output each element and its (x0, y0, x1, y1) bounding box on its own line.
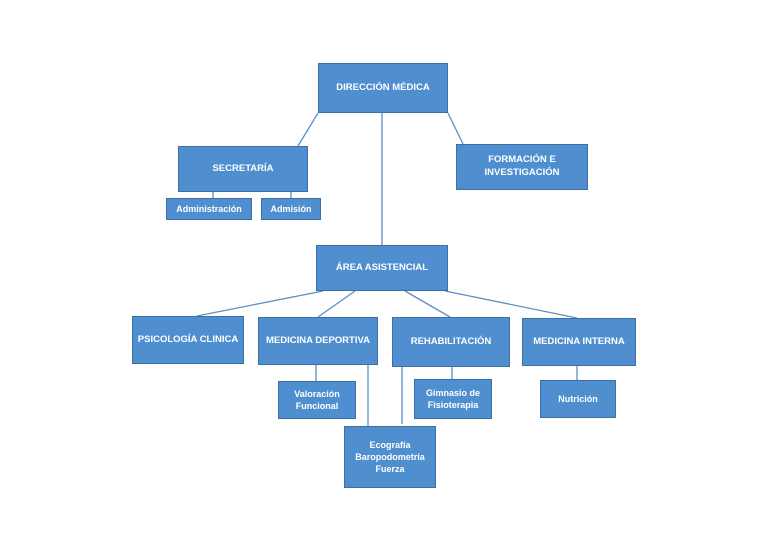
nutricion-box: Nutrición (540, 380, 616, 418)
direccion-medica-box: DIRECCIÓN MÉDICA (318, 63, 448, 113)
psicologia-clinica-box: PSICOLOGÍA CLINICA (132, 316, 244, 364)
admision-box: Admisión (261, 198, 321, 220)
medicina-deportiva-box: MEDICINA DEPORTIVA (258, 317, 378, 365)
rehabilitacion-box: REHABILITACIÓN (392, 317, 510, 367)
secretaria-box: SECRETARÍA (178, 146, 308, 192)
valoracion-funcional-box: Valoración Funcional (278, 381, 356, 419)
administracion-box: Administración (166, 198, 252, 220)
formacion-investigacion-box: FORMACIÓN E INVESTIGACIÓN (456, 144, 588, 190)
area-asistencial-box: ÁREA ASISTENCIAL (316, 245, 448, 291)
ecografia-baropodometria-fuerza-box: Ecografía Baropodometría Fuerza (344, 426, 436, 488)
medicina-interna-box: MEDICINA INTERNA (522, 318, 636, 366)
gimnasio-fisioterapia-box: Gimnasio de Fisioterapia (414, 379, 492, 419)
